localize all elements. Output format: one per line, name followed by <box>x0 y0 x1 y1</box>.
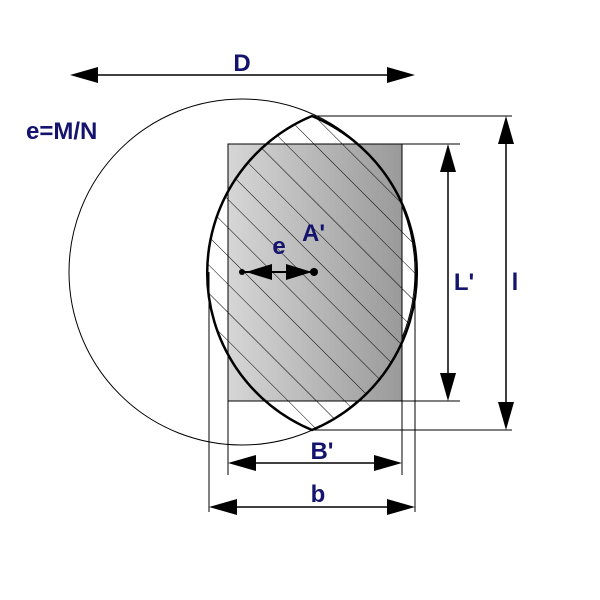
dimension-l <box>498 116 514 430</box>
dimension-D <box>70 67 415 83</box>
label-A-prime: A' <box>302 220 325 247</box>
dimension-b <box>209 499 415 515</box>
label-eccentricity-formula: e=M/N <box>26 118 97 145</box>
label-L-prime: L' <box>454 269 474 296</box>
label-B-prime: B' <box>310 438 333 465</box>
dimension-L-prime <box>440 144 456 401</box>
eccentricity-arrow <box>239 264 318 280</box>
label-l: l <box>512 269 519 296</box>
label-b: b <box>311 481 326 508</box>
dimension-B-prime <box>228 455 402 471</box>
label-D: D <box>233 50 250 77</box>
extension-lines <box>208 115 512 512</box>
label-e: e <box>272 233 285 260</box>
